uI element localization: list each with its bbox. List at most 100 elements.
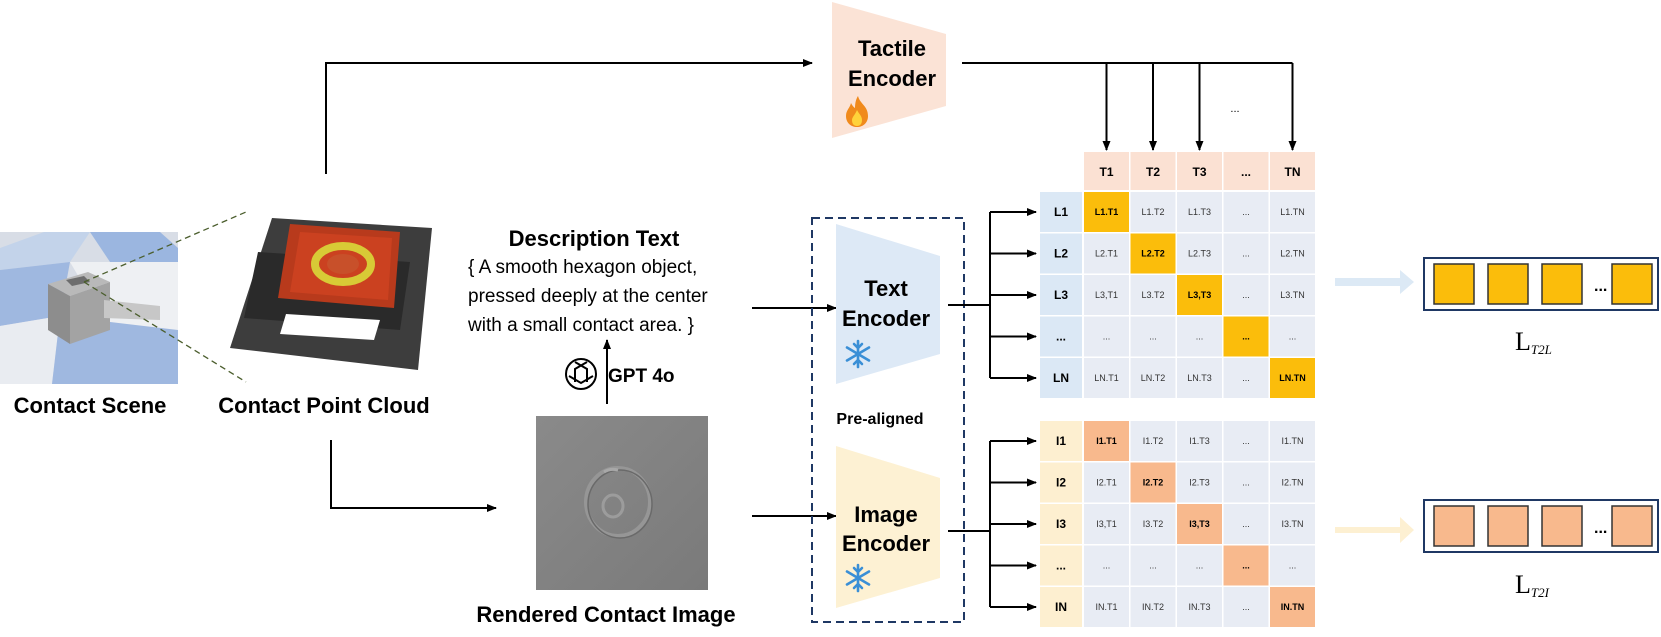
image-cell-bg xyxy=(1130,421,1176,461)
contact-point-cloud-image xyxy=(230,218,432,370)
text-cell-bg xyxy=(1084,316,1129,357)
image-cell-bg xyxy=(1084,421,1129,461)
text-cell: ... xyxy=(1149,332,1157,342)
image-cell: IN.TN xyxy=(1281,602,1305,612)
image-cell: IN.T1 xyxy=(1095,602,1117,612)
image-cell-bg xyxy=(1223,421,1269,461)
text-output-arrow xyxy=(1335,270,1414,294)
image-row-label: IN xyxy=(1055,600,1067,614)
image-cell-bg xyxy=(1130,504,1176,544)
image-cell: I3,T1 xyxy=(1096,519,1117,529)
text-cell: L3.TN xyxy=(1280,290,1305,300)
image-cell: I3,T3 xyxy=(1189,519,1210,529)
rendered-contact-image-label: Rendered Contact Image xyxy=(476,602,735,627)
text-cell: LN.TN xyxy=(1279,373,1306,383)
image-encoder-label-1: Image xyxy=(854,502,918,527)
text-encoder-label-1: Text xyxy=(864,276,908,301)
image-cell-bg xyxy=(1130,462,1176,503)
image-cell-bg xyxy=(1084,545,1129,586)
text-cell-bg xyxy=(1130,275,1176,315)
text-cell: L2.T3 xyxy=(1188,249,1211,259)
openai-logo-icon xyxy=(565,358,597,390)
image-cell: ... xyxy=(1149,561,1157,571)
text-row-label-bg xyxy=(1040,233,1082,274)
image-cell: ... xyxy=(1242,561,1250,571)
loss-t2i-label: LT2I xyxy=(1515,570,1550,600)
text-cell-bg xyxy=(1223,316,1269,357)
text-cell: ... xyxy=(1242,249,1250,259)
t2i-vector-cell xyxy=(1487,505,1529,547)
fire-icon xyxy=(846,96,868,127)
text-row-label: L2 xyxy=(1054,247,1068,261)
pre-aligned-box xyxy=(811,217,965,623)
image-cell: IN.T3 xyxy=(1188,602,1210,612)
image-row-label: I3 xyxy=(1056,517,1066,531)
text-cell-bg xyxy=(1270,316,1315,357)
image-cell: I1.T1 xyxy=(1096,436,1117,446)
pre-aligned-label: Pre-aligned xyxy=(836,411,923,428)
t2l-vector-cells xyxy=(1433,263,1653,305)
column-header-bg xyxy=(1084,152,1129,190)
snowflake-icon xyxy=(845,339,871,369)
text-cell-bg xyxy=(1084,275,1129,315)
image-cell-bg xyxy=(1177,587,1222,627)
column-header-bg xyxy=(1177,152,1222,190)
text-cell-bg xyxy=(1130,316,1176,357)
image-cell-bg xyxy=(1223,545,1269,586)
text-cell: ... xyxy=(1242,373,1250,383)
image-cell-bg xyxy=(1223,462,1269,503)
image-row-label-bg xyxy=(1040,545,1082,586)
text-cell: ... xyxy=(1242,290,1250,300)
text-cell: L1.T2 xyxy=(1141,207,1164,217)
image-cell-bg xyxy=(1177,545,1222,586)
text-cell-bg xyxy=(1130,233,1176,274)
image-cell-bg xyxy=(1177,462,1222,503)
text-cell: ... xyxy=(1242,207,1250,217)
text-cell-bg xyxy=(1177,358,1222,398)
image-cell-bg xyxy=(1084,587,1129,627)
image-row-label-bg xyxy=(1040,587,1082,627)
column-header-T1: T1 xyxy=(1099,165,1113,179)
text-cell-bg xyxy=(1270,275,1315,315)
image-cell: I3.T2 xyxy=(1143,519,1164,529)
image-encoder-label-2: Encoder xyxy=(842,531,930,556)
t2i-vector-cell xyxy=(1611,505,1653,547)
description-line-3: with a small contact area. } xyxy=(467,315,694,336)
text-cell-bg xyxy=(1130,192,1176,232)
text-cell: L1.T3 xyxy=(1188,207,1211,217)
text-cell: L2.TN xyxy=(1280,249,1305,259)
text-cell-bg xyxy=(1084,358,1129,398)
image-cell-bg xyxy=(1130,587,1176,627)
text-cell-bg xyxy=(1177,192,1222,232)
column-header-T3: T3 xyxy=(1192,165,1206,179)
image-output-arrow xyxy=(1335,517,1414,543)
t2l-vector-cell xyxy=(1541,263,1583,305)
text-cell-bg xyxy=(1223,192,1269,232)
text-cell-bg xyxy=(1223,233,1269,274)
gpt-label: GPT 4o xyxy=(608,366,675,387)
zoom-line-bottom xyxy=(83,281,247,383)
image-cell-bg xyxy=(1177,421,1222,461)
t2l-vector-dots: ... xyxy=(1594,278,1607,295)
text-cell: L1.TN xyxy=(1280,207,1305,217)
t2l-vector-cell xyxy=(1487,263,1529,305)
text-row-label-bg xyxy=(1040,316,1082,357)
image-cell: I1.TN xyxy=(1281,436,1303,446)
image-cell: I2.T2 xyxy=(1143,478,1164,488)
image-cell: I2.T3 xyxy=(1189,478,1210,488)
image-row-label: I2 xyxy=(1056,476,1066,490)
contact-scene-image xyxy=(0,232,178,384)
text-cell-bg xyxy=(1177,233,1222,274)
column-header-T2: T2 xyxy=(1146,165,1160,179)
text-cell-bg xyxy=(1270,233,1315,274)
text-cell: L3,T3 xyxy=(1188,290,1212,300)
t2i-vector-cells xyxy=(1433,505,1653,547)
image-cell: ... xyxy=(1242,519,1250,529)
contact-point-cloud-label: Contact Point Cloud xyxy=(218,393,429,418)
image-cell-bg xyxy=(1223,587,1269,627)
loss-t2l-label: LT2L xyxy=(1515,327,1552,357)
description-line-2: pressed deeply at the center xyxy=(468,286,708,307)
contact-scene-label: Contact Scene xyxy=(14,393,167,418)
